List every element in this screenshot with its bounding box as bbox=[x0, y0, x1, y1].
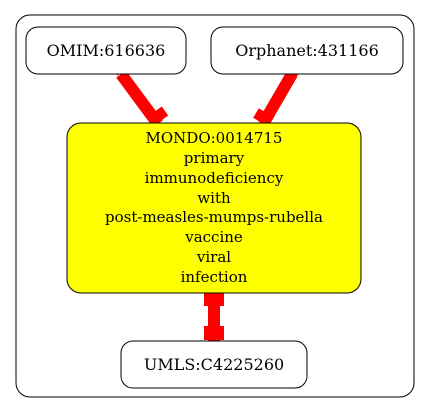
center-label-line-2: primary bbox=[184, 149, 245, 167]
node-umls-label: UMLS:C4225260 bbox=[144, 355, 284, 374]
node-mondo-center[interactable]: MONDO:0014715 primary immunodeficiency w… bbox=[66, 122, 362, 294]
edge-center-to-umls bbox=[204, 290, 224, 346]
center-label-line-5: post-measles-mumps-rubella bbox=[105, 208, 323, 226]
node-orphanet-label: Orphanet:431166 bbox=[235, 41, 379, 60]
cluster-box bbox=[15, 14, 415, 398]
center-label-line-6: vaccine bbox=[184, 228, 243, 246]
center-label-line-3: immunodeficiency bbox=[145, 169, 284, 187]
node-omim-label: OMIM:616636 bbox=[47, 41, 166, 60]
center-label-line-1: MONDO:0014715 bbox=[146, 129, 283, 147]
center-label-line-4: with bbox=[197, 189, 231, 207]
center-label-line-7: viral bbox=[196, 248, 231, 266]
node-orphanet[interactable]: Orphanet:431166 bbox=[210, 26, 404, 75]
center-label-line-8: infection bbox=[181, 268, 248, 286]
node-umls[interactable]: UMLS:C4225260 bbox=[120, 340, 308, 389]
node-omim[interactable]: OMIM:616636 bbox=[25, 26, 187, 75]
